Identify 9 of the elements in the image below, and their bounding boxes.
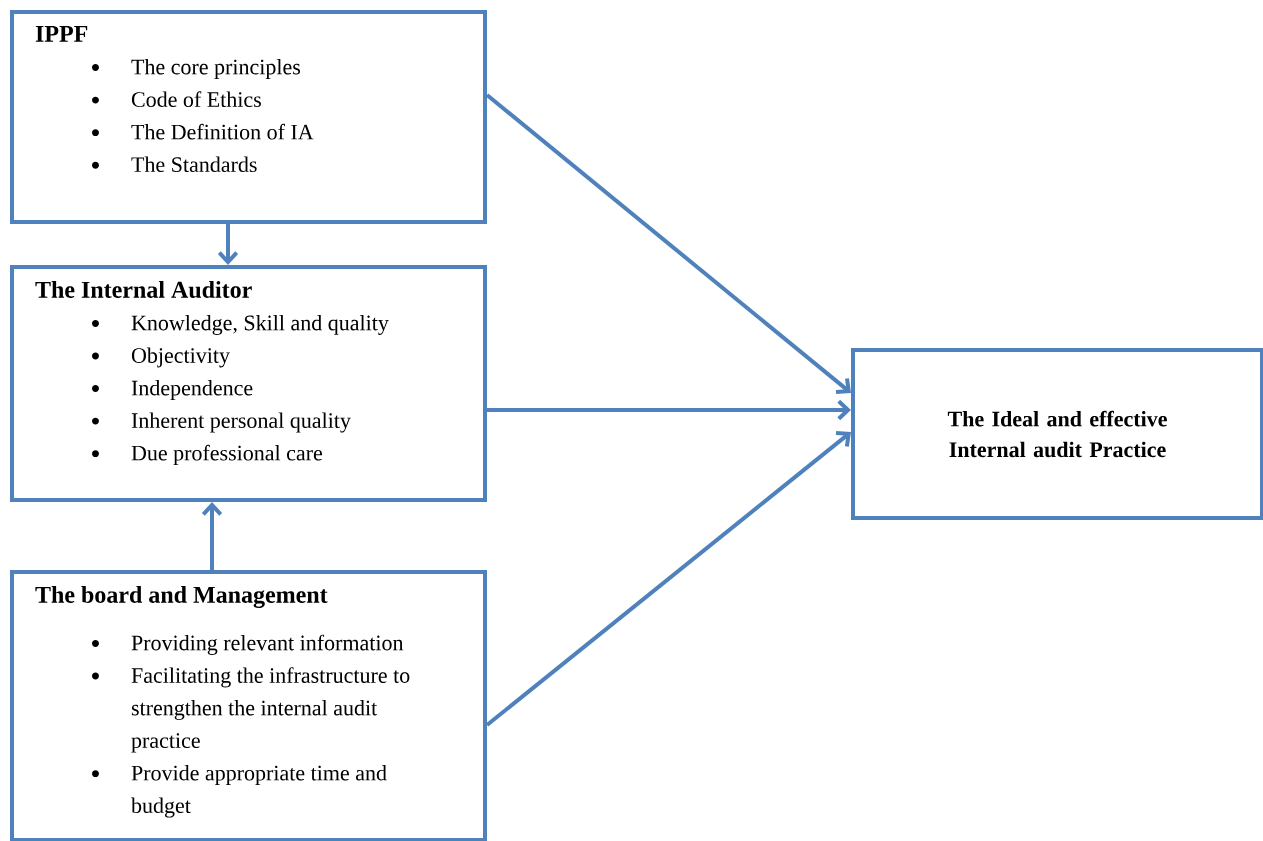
list-box: IPPF The core principles Code of Ethics The Definition of IA The Standards [10,10,487,224]
arrow [485,93,851,394]
list-box: The Internal Auditor Knowledge, Skill and quality Objectivity Independence Inherent personal quality Due professional care [10,265,487,502]
outcome-box: The Ideal and effective Internal audit Practice [851,348,1263,520]
arrow [485,430,851,727]
arrow [487,399,851,421]
arrow [201,502,223,570]
arrow [217,224,239,265]
list-box: The board and Management Providing relevant information Facilitating the infrastructure to strengthen the internal audit practice Provide appropriate time and budget [10,570,487,841]
